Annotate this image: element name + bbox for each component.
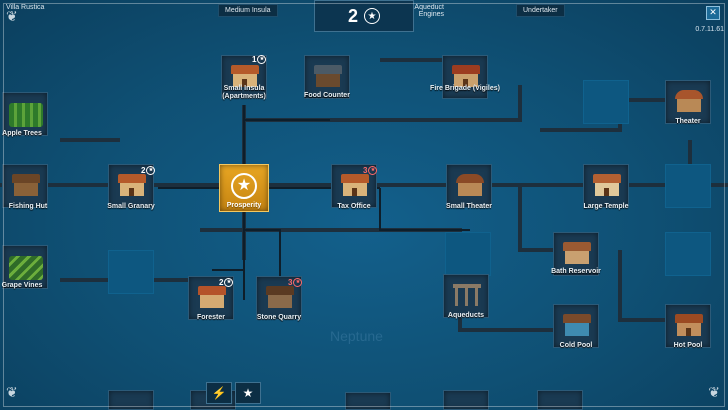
tree-link-undertaker[interactable]: Undertaker [516,4,565,17]
locked-slot [583,80,629,124]
node-label: Cold Pool [559,342,593,349]
cost-badge: 2★ [141,166,156,176]
forester-icon [198,286,226,308]
node-food-counter[interactable] [304,55,350,99]
cost-badge: 1★ [252,55,267,65]
aqueduct-icon [453,284,481,306]
node-bath-reservoir[interactable] [553,232,599,276]
node-label: Prosperity [226,202,262,209]
node-aqueducts[interactable] [443,274,489,318]
laurel-icon: ❦ [6,384,18,400]
node-label: Food Counter [304,92,350,99]
reservoir-icon [563,242,591,264]
node-offscreen[interactable] [345,392,391,410]
lightning-icon: ⚡ [211,386,227,400]
node-prosperity[interactable]: ★ Prosperity [219,164,269,212]
node-label: Tax Office [337,203,371,210]
fire-station-icon [452,65,480,87]
star-laurel-icon: ★ [231,173,257,199]
node-label: Small Granary [107,203,155,210]
node-label: Fire Brigade (Vigiles) [430,85,500,92]
locked-slot [665,164,711,208]
laurel-icon: ❦ [708,384,720,400]
star-coin-icon: ★ [146,166,156,176]
node-offscreen[interactable] [443,390,489,410]
laurel-icon: ❦ [6,8,18,24]
node-label: Fishing Hut [8,203,48,210]
pool-icon [563,314,591,336]
points-value: 2 [347,5,358,26]
small-theater-icon [456,174,484,196]
node-label: Grape Vines [1,282,43,289]
office-icon [341,174,369,196]
star-coin-icon: ★ [368,166,378,176]
locked-slot [108,250,154,294]
node-label: Small Theater [446,203,492,210]
close-button[interactable]: ✕ [706,6,720,20]
region-watermark: Neptune [330,328,383,344]
star-coin-icon: ★ [293,278,303,288]
node-offscreen[interactable] [108,390,154,410]
cost-badge: 3★ [288,278,303,288]
stall-icon [314,65,342,87]
node-label: Stone Quarry [256,314,302,321]
node-label: Large Temple [583,203,629,210]
node-label: Hot Pool [673,342,703,349]
quarry-icon [266,286,294,308]
lightning-button[interactable]: ⚡ [206,382,232,404]
hut-icon [12,174,40,196]
cost-badge: 3★ [363,166,378,176]
node-small-granary[interactable] [108,164,154,208]
node-small-theater[interactable] [446,164,492,208]
node-label: Forester [196,314,225,321]
hot-pool-icon [675,314,703,336]
node-cold-pool[interactable] [553,304,599,348]
locked-slot [445,232,491,276]
orchard-icon [9,103,43,127]
node-label: Theater [675,118,701,125]
star-coin-icon: ★ [364,8,380,24]
locked-slot [665,232,711,276]
star-coin-icon: ★ [242,386,254,400]
node-fire-brigade[interactable] [442,55,488,99]
vineyard-icon [9,256,43,280]
star-coin-button[interactable]: ★ [235,382,261,404]
temple-icon [593,174,621,196]
node-label: Small Insula (Apartments) [222,85,266,100]
node-label: Bath Reservoir [551,268,601,275]
node-fishing-hut[interactable] [2,164,48,208]
node-theater[interactable] [665,80,711,124]
node-forester[interactable] [188,276,234,320]
node-large-temple[interactable] [583,164,629,208]
node-grape-vines[interactable] [2,245,48,289]
star-coin-icon: ★ [257,55,267,65]
node-offscreen[interactable] [537,390,583,410]
granary-icon [118,174,146,196]
amphitheater-icon [675,90,703,112]
version-label: 0.7.11.61 [695,26,724,33]
node-label: Aqueducts [447,312,485,319]
node-apple-trees[interactable] [2,92,48,136]
prosperity-points-counter: 2 ★ [314,0,414,32]
house-icon [231,65,259,87]
tree-link-villa-rustica[interactable]: Villa Rustica [6,4,45,11]
cost-badge: 2★ [219,278,234,288]
tree-link-medium-insula[interactable]: Medium Insula [218,4,278,17]
star-coin-icon: ★ [224,278,234,288]
node-label: Apple Trees [2,130,42,137]
node-hot-pool[interactable] [665,304,711,348]
tree-link-aqueduct-engines[interactable]: Aqueduct Engines [414,4,444,18]
